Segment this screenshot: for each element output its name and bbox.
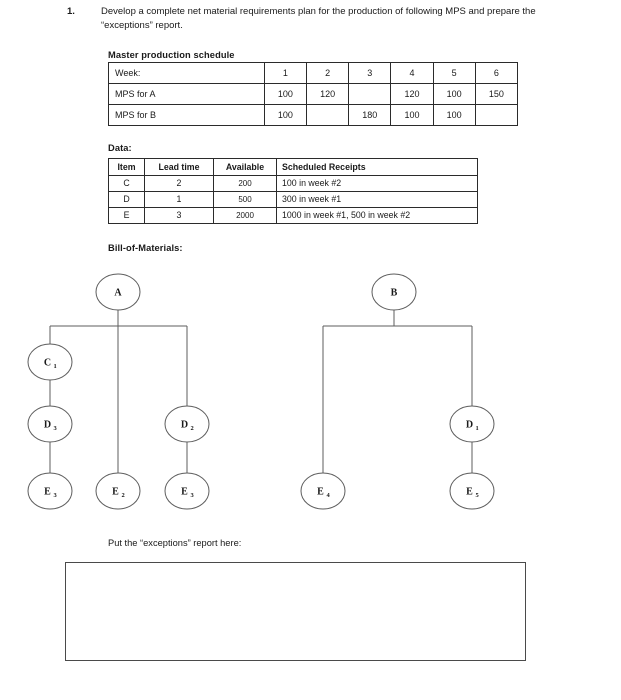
data-cell-item: E xyxy=(108,207,145,224)
mps-cell xyxy=(348,83,392,105)
bom-node-subscript: 2 xyxy=(122,492,125,499)
bom-node-circle xyxy=(449,472,495,510)
data-cell-lead-time: 1 xyxy=(144,191,214,208)
mps-week-header-2: 2 xyxy=(306,62,350,84)
bom-link-group xyxy=(49,310,473,473)
mps-cell: 100 xyxy=(263,104,308,126)
data-header-cell: Scheduled Receipts xyxy=(276,158,478,176)
bom-node-circle xyxy=(371,273,417,311)
bom-node-b: B xyxy=(371,273,417,311)
bom-node-circle xyxy=(164,472,210,510)
data-cell-item: D xyxy=(108,191,145,208)
bom-node-label: E xyxy=(112,487,119,498)
data-caption: Data: xyxy=(108,143,132,153)
bom-node-subscript: 5 xyxy=(476,492,480,499)
mps-row-label: MPS for A xyxy=(108,83,265,105)
bom-node-a: A xyxy=(95,273,141,311)
mps-caption: Master production schedule xyxy=(108,50,235,60)
mps-cell: 100 xyxy=(390,104,434,126)
data-cell-scheduled-receipts: 300 in week #1 xyxy=(276,191,478,208)
bom-node-circle xyxy=(164,405,210,443)
mps-week-header-6: 6 xyxy=(474,62,519,84)
mps-cell: 150 xyxy=(474,83,519,105)
bom-node-subscript: 3 xyxy=(191,492,195,499)
bom-node-subscript: 2 xyxy=(191,425,194,432)
bom-node-label: D xyxy=(181,420,188,431)
data-cell-available: 2000 xyxy=(213,207,277,224)
bom-node-subscript: 1 xyxy=(476,425,479,432)
mps-cell: 120 xyxy=(306,83,350,105)
bom-node-circle xyxy=(95,273,141,311)
bom-node-circle xyxy=(27,472,73,510)
bom-node-label: E xyxy=(44,487,51,498)
mps-week-header-3: 3 xyxy=(348,62,392,84)
mps-week-header-4: 4 xyxy=(390,62,434,84)
question-block: 1. Develop a complete net material requi… xyxy=(67,5,567,33)
mps-row-label: MPS for B xyxy=(108,104,265,126)
mps-week-header-5: 5 xyxy=(432,62,476,84)
bom-node-circle xyxy=(449,405,495,443)
data-cell-scheduled-receipts: 1000 in week #1, 500 in week #2 xyxy=(276,207,478,224)
bom-node-subscript: 1 xyxy=(54,363,57,370)
question-text: Develop a complete net material requirem… xyxy=(101,6,536,31)
mps-cell: 120 xyxy=(390,83,434,105)
data-cell-item: C xyxy=(108,175,145,192)
question-number: 1. xyxy=(67,6,75,17)
mps-week-header-label: Week: xyxy=(108,62,265,84)
bom-node-subscript: 4 xyxy=(327,492,331,499)
bom-node-label: D xyxy=(44,420,51,431)
data-cell-available: 200 xyxy=(213,175,277,192)
bom-node-circle xyxy=(27,405,73,443)
bom-node-label: E xyxy=(317,487,324,498)
exceptions-label: Put the “exceptions” report here: xyxy=(108,538,242,548)
mps-cell: 100 xyxy=(432,104,476,126)
bom-node-subscript: 3 xyxy=(54,425,58,432)
mps-cell: 180 xyxy=(348,104,392,126)
data-cell-lead-time: 2 xyxy=(144,175,214,192)
mps-cell xyxy=(306,104,350,126)
mps-week-header-1: 1 xyxy=(263,62,308,84)
bom-node-subscript: 3 xyxy=(54,492,58,499)
bom-caption: Bill-of-Materials: xyxy=(108,243,183,253)
bom-node-label: E xyxy=(181,487,188,498)
bom-node-label: C xyxy=(44,358,51,369)
bom-node-label: B xyxy=(391,288,398,299)
data-cell-available: 500 xyxy=(213,191,277,208)
mps-cell xyxy=(474,104,519,126)
bom-node-circle xyxy=(95,472,141,510)
data-header-cell: Lead time xyxy=(144,158,214,176)
data-header-cell: Available xyxy=(213,158,277,176)
bom-node-circle xyxy=(300,472,346,510)
mps-cell: 100 xyxy=(432,83,476,105)
bom-node-label: E xyxy=(466,487,473,498)
data-cell-scheduled-receipts: 100 in week #2 xyxy=(276,175,478,192)
bom-node-label: D xyxy=(466,420,473,431)
data-cell-lead-time: 3 xyxy=(144,207,214,224)
bom-node-circle xyxy=(27,343,73,381)
bom-node-label: A xyxy=(114,288,122,299)
exceptions-report-box[interactable] xyxy=(65,562,526,661)
data-header-cell: Item xyxy=(108,158,145,176)
mps-cell: 100 xyxy=(263,83,308,105)
